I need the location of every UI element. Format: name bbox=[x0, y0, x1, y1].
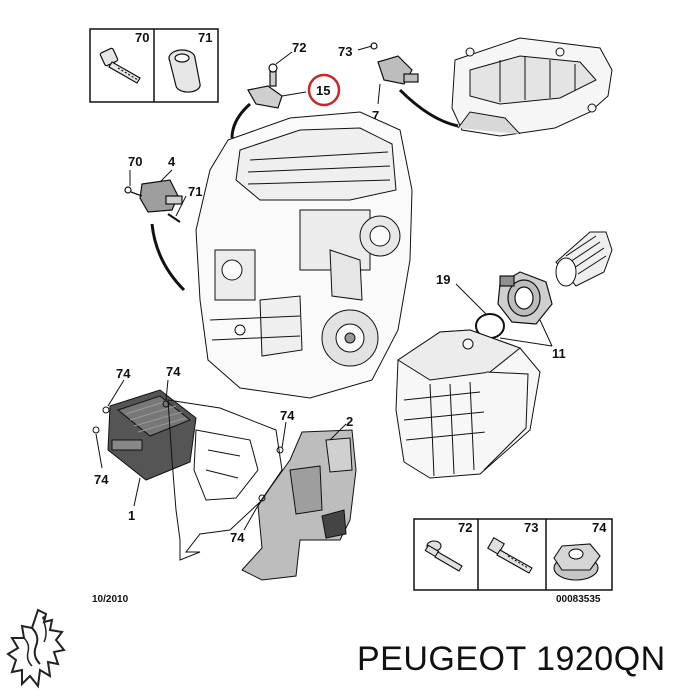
sensor-15 bbox=[247, 63, 283, 109]
flange-nut-icon bbox=[553, 543, 601, 581]
parts-box-bottom-right bbox=[413, 518, 613, 591]
ecu-bracket-outline bbox=[167, 399, 283, 561]
bolt-icon bbox=[99, 47, 141, 84]
callout-72-top: 72 bbox=[292, 40, 306, 55]
callout-74-b: 74 bbox=[94, 472, 109, 487]
callout-4: 4 bbox=[168, 154, 176, 169]
intake-manifold bbox=[451, 37, 613, 137]
callout-2: 2 bbox=[346, 414, 353, 429]
callout-15: 15 bbox=[316, 83, 330, 98]
bracket-2 bbox=[241, 429, 357, 581]
sensor-7 bbox=[370, 42, 419, 85]
callout-73-box: 73 bbox=[524, 520, 538, 535]
leader-4 bbox=[150, 223, 186, 292]
leader-7 bbox=[398, 88, 459, 128]
callout-74-e: 74 bbox=[230, 530, 245, 545]
callout-70-box: 70 bbox=[135, 30, 149, 45]
sleeve-icon bbox=[168, 49, 201, 93]
callout-74-c: 74 bbox=[166, 364, 181, 379]
callout-74-box: 74 bbox=[592, 520, 607, 535]
engine-block bbox=[195, 111, 413, 399]
diagram-reference: 00083535 bbox=[556, 594, 601, 605]
leader-15 bbox=[230, 102, 252, 139]
callout-71-box: 71 bbox=[198, 30, 212, 45]
sensor-4 bbox=[139, 179, 183, 213]
diagram-date: 10/2010 bbox=[92, 594, 129, 605]
parts-box-top-left bbox=[89, 28, 219, 103]
hex-bolt-icon bbox=[487, 537, 533, 574]
callout-70-mid: 70 bbox=[128, 154, 142, 169]
callout-19: 19 bbox=[436, 272, 450, 287]
air-filter-box bbox=[395, 329, 541, 479]
throttle-body-11 bbox=[497, 271, 553, 325]
callout-74-d: 74 bbox=[280, 408, 295, 423]
intake-duct bbox=[555, 231, 613, 287]
callout-72-box: 72 bbox=[458, 520, 472, 535]
brand-part-number: PEUGEOT 1920QN bbox=[357, 640, 666, 678]
ecu-1 bbox=[107, 389, 197, 481]
peugeot-lion-logo bbox=[6, 608, 66, 689]
callout-7: 7 bbox=[372, 108, 379, 123]
callout-74-a: 74 bbox=[116, 366, 131, 381]
callout-1: 1 bbox=[128, 508, 135, 523]
callout-11: 11 bbox=[552, 346, 566, 361]
flange-bolt-icon bbox=[424, 540, 463, 572]
callout-73-top: 73 bbox=[338, 44, 352, 59]
highlight-ring bbox=[307, 73, 341, 107]
callout-71-mid: 71 bbox=[188, 184, 202, 199]
